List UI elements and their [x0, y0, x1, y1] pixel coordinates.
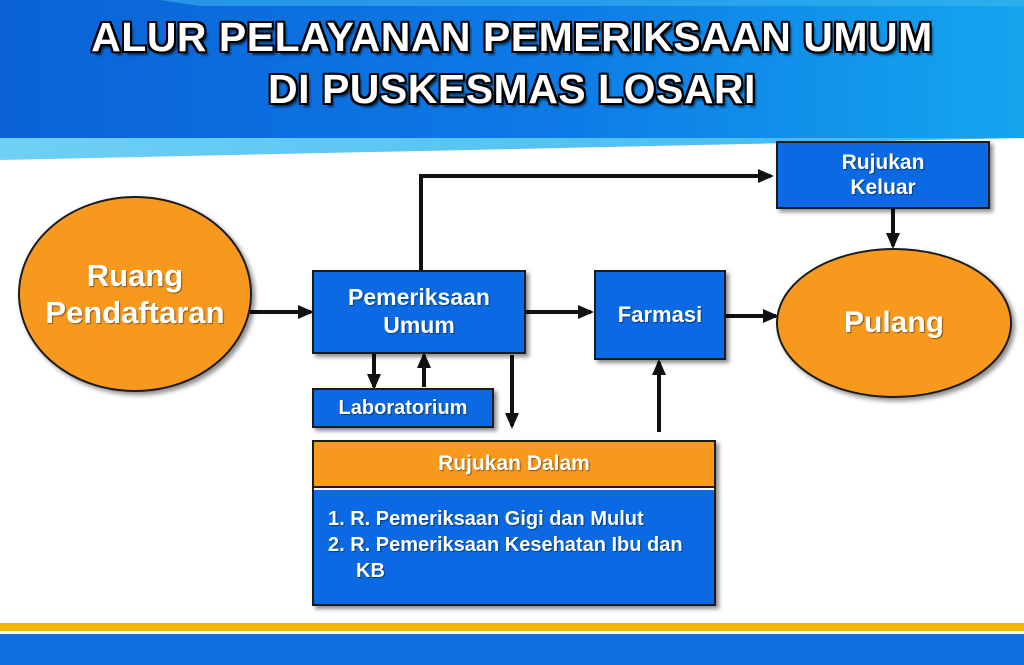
node-ruang-pendaftaran: Ruang Pendaftaran	[18, 196, 252, 392]
node-pulang: Pulang	[776, 248, 1012, 398]
arrow-pemeriksaan-to-rujukan-keluar	[419, 169, 774, 270]
header-band	[0, 0, 1024, 138]
rujukan-dalam-header: Rujukan Dalam	[314, 442, 714, 488]
header-top-accent	[160, 0, 1024, 6]
page-title-line-2: DI PUSKESMAS LOSARI	[268, 66, 756, 112]
rujukan-dalam-item: 2. R. Pemeriksaan Kesehatan Ibu dan KB	[328, 534, 683, 582]
footer-yellow-stripe	[0, 623, 1024, 631]
node-farmasi: Farmasi	[594, 270, 726, 360]
node-pemeriksaan-umum: Pemeriksaan Umum	[312, 270, 526, 354]
rujukan-dalam-body: 1. R. Pemeriksaan Gigi dan Mulut 2. R. Pe…	[314, 490, 714, 604]
node-rujukan-keluar: Rujukan Keluar	[776, 141, 990, 209]
node-laboratorium: Laboratorium	[312, 388, 494, 428]
rujukan-dalam-item: 1. R. Pemeriksaan Gigi dan Mulut	[328, 508, 644, 530]
footer-blue-band	[0, 634, 1024, 665]
header-diagonal-accent	[0, 138, 1024, 160]
rujukan-dalam-list: 1. R. Pemeriksaan Gigi dan Mulut 2. R. Pe…	[328, 506, 704, 584]
page-title-line-1: ALUR PELAYANAN PEMERIKSAAN UMUM	[91, 14, 933, 60]
node-rujukan-dalam: Rujukan Dalam 1. R. Pemeriksaan Gigi dan…	[312, 440, 716, 606]
